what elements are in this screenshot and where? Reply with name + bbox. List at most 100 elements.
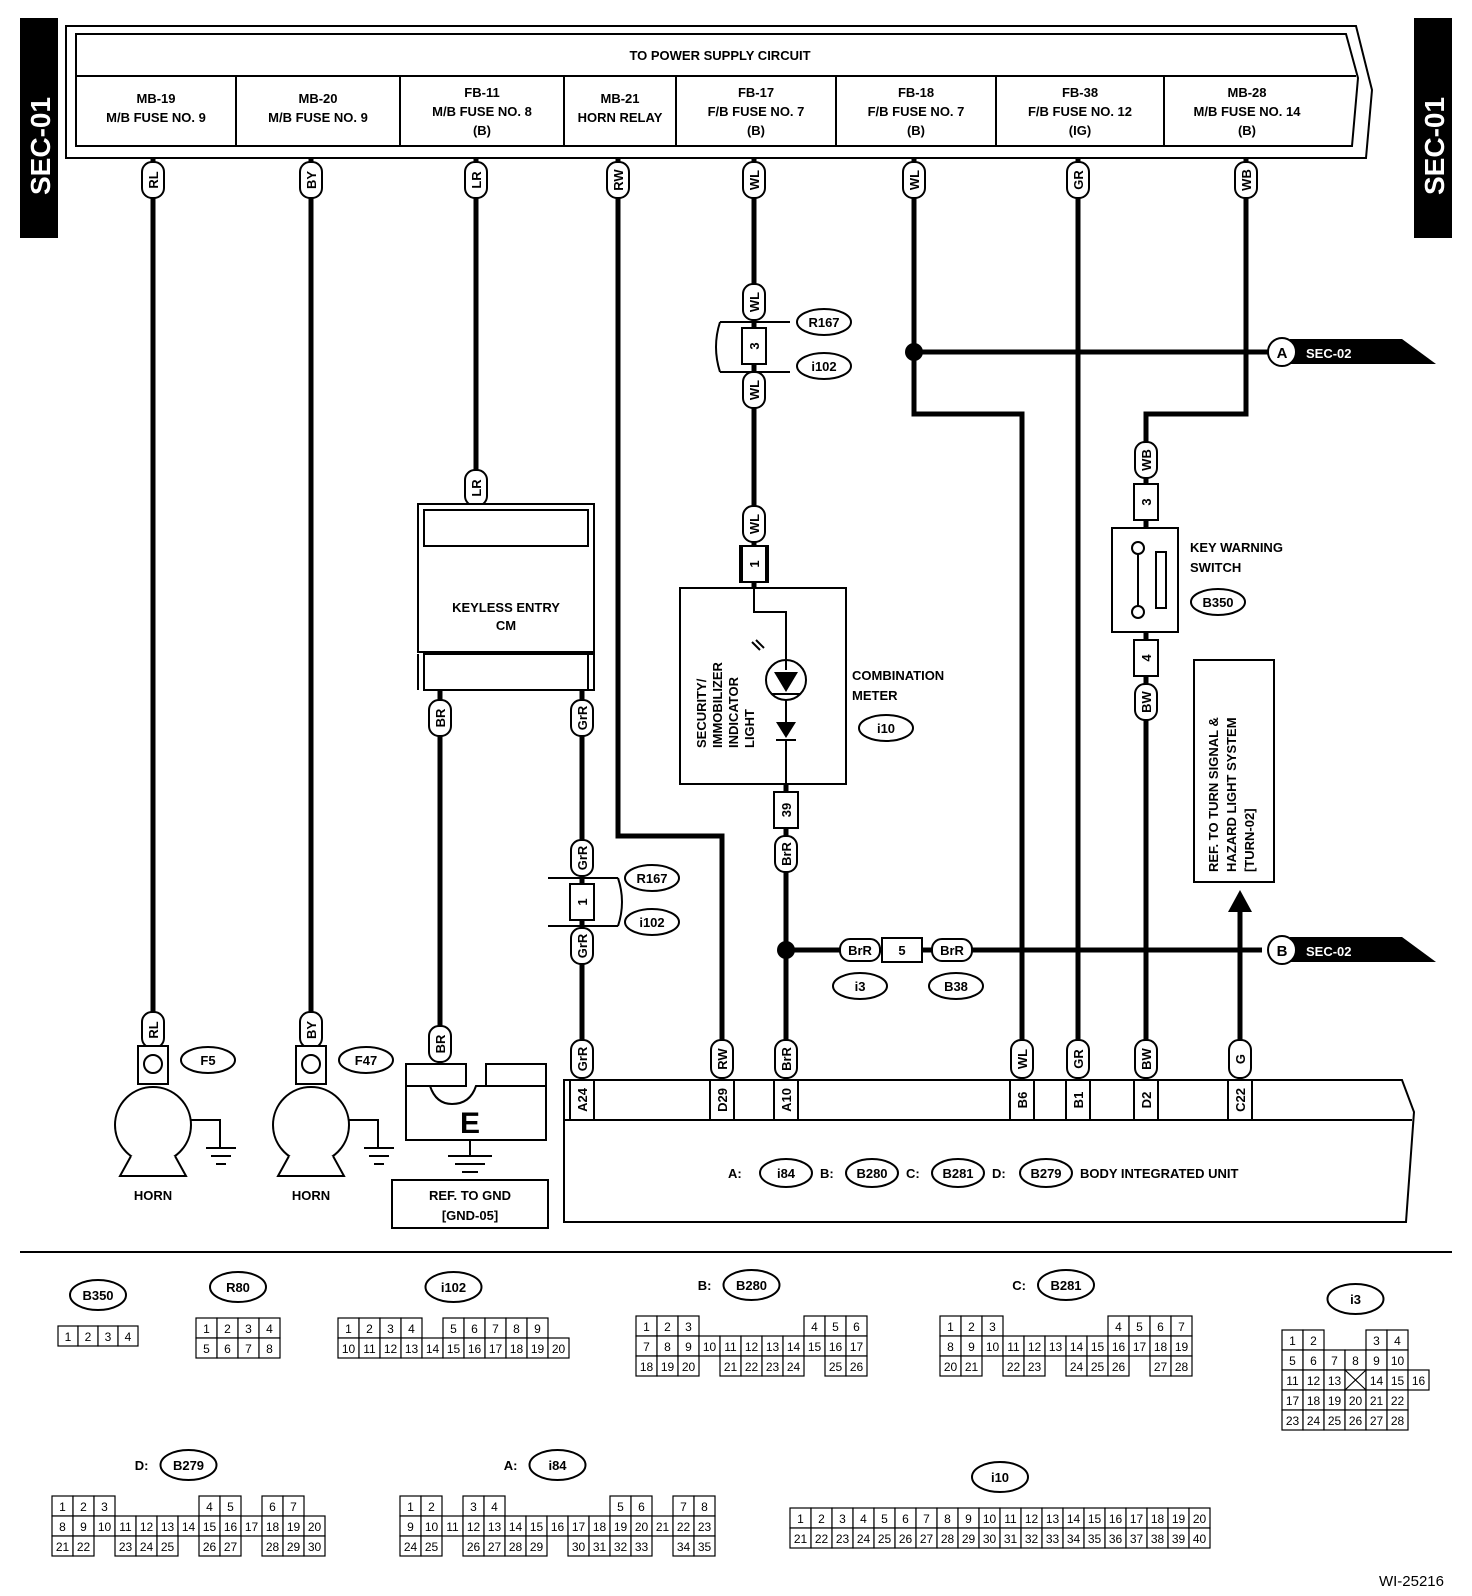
fuse-label-line2: M/B FUSE NO. 8 bbox=[432, 104, 532, 119]
legend-cell-label: 23 bbox=[119, 1540, 133, 1554]
side-tag-left: SEC-01 bbox=[20, 18, 58, 238]
biu-pin-number: B6 bbox=[1015, 1092, 1030, 1109]
legend-cell-label: 18 bbox=[1154, 1340, 1168, 1354]
legend-prefix: A: bbox=[504, 1458, 518, 1473]
connector-id-r167: R167 bbox=[796, 308, 852, 336]
offpage-letter: A bbox=[1277, 345, 1288, 362]
pin-number: 4 bbox=[1133, 639, 1159, 677]
wire-label-text: BR bbox=[433, 1034, 448, 1053]
wire-label-text: BrR bbox=[848, 943, 872, 958]
wire-label-text: WL bbox=[747, 292, 762, 312]
legend-cell-label: 30 bbox=[983, 1532, 997, 1546]
legend-cell-label: 8 bbox=[59, 1520, 66, 1534]
legend-cell-label: 22 bbox=[77, 1540, 91, 1554]
top-wire-label: WL bbox=[902, 161, 926, 199]
wire-label-capsule bbox=[570, 839, 594, 877]
legend-cell-label: 24 bbox=[140, 1540, 154, 1554]
legend-cell-label: 7 bbox=[1178, 1320, 1185, 1334]
wire-color-label: GrR bbox=[570, 699, 594, 737]
wire-label-text: GrR bbox=[575, 845, 590, 870]
horn-right: HORN bbox=[272, 1045, 394, 1203]
junction-dot bbox=[905, 343, 923, 361]
legend-prefix: D: bbox=[135, 1458, 149, 1473]
connector-id-text: F47 bbox=[355, 1053, 377, 1068]
wire-label-capsule bbox=[1066, 1039, 1090, 1079]
legend-cell-label: 3 bbox=[101, 1500, 108, 1514]
legend-name: B281 bbox=[1050, 1278, 1081, 1293]
wire-label-capsule bbox=[902, 161, 926, 199]
legend-cell-label: 8 bbox=[266, 1342, 273, 1356]
legend-cell-label: 27 bbox=[488, 1540, 502, 1554]
wire-color-label: WL bbox=[742, 283, 766, 321]
wire-color-label: WL bbox=[742, 371, 766, 409]
legend-name: i102 bbox=[441, 1280, 466, 1295]
legend-cell-label: 23 bbox=[1286, 1414, 1300, 1428]
legend-cell bbox=[960, 1355, 983, 1377]
legend-cell-label: 14 bbox=[509, 1520, 523, 1534]
legend-cell-label: 1 bbox=[643, 1320, 650, 1334]
legend-cell-label: 7 bbox=[245, 1342, 252, 1356]
legend-cell-label: 27 bbox=[1370, 1414, 1384, 1428]
pin-number-text: 1 bbox=[575, 898, 590, 905]
legend-cell-label: 1 bbox=[345, 1322, 352, 1336]
keyless-entry-cm: KEYLESS ENTRY CM bbox=[417, 503, 595, 691]
top-wire-label: WB bbox=[1234, 161, 1258, 199]
fuse-label-line1: MB-21 bbox=[600, 91, 639, 106]
legend-cell-label: 13 bbox=[405, 1342, 419, 1356]
legend-cell-label: 20 bbox=[1193, 1512, 1207, 1526]
legend-cell-label: 15 bbox=[203, 1520, 217, 1534]
connector-id-i102: i102 bbox=[796, 352, 852, 380]
legend-cell-label: 14 bbox=[1067, 1512, 1081, 1526]
fuse-label-line1: FB-18 bbox=[898, 85, 934, 100]
wire-label-capsule bbox=[606, 161, 630, 199]
meter-title-1: COMBINATION bbox=[852, 668, 944, 683]
legend-cell bbox=[1386, 1409, 1409, 1431]
legend-cell bbox=[845, 1355, 868, 1377]
legend-cell bbox=[547, 1337, 570, 1359]
legend-cell bbox=[219, 1535, 242, 1557]
fuse-label-line3: (B) bbox=[473, 123, 491, 138]
legend-cell-label: 1 bbox=[797, 1512, 804, 1526]
legend-cell-label: 34 bbox=[1067, 1532, 1081, 1546]
wire-label-text: BW bbox=[1139, 690, 1154, 712]
legend-cell-label: 11 bbox=[119, 1520, 132, 1534]
legend-name: B280 bbox=[736, 1278, 767, 1293]
biu-connector-id: i84 bbox=[777, 1166, 796, 1181]
wire-label-capsule bbox=[1134, 1039, 1158, 1079]
wire-label-text: BR bbox=[433, 708, 448, 727]
connector-oval bbox=[832, 972, 888, 1000]
legend-cell-label: 28 bbox=[509, 1540, 523, 1554]
legend-cell-label: 23 bbox=[836, 1532, 850, 1546]
wire-label-text: RW bbox=[611, 169, 626, 191]
legend-cell-label: 25 bbox=[878, 1532, 892, 1546]
legend-cell-label: 26 bbox=[203, 1540, 217, 1554]
connector-oval bbox=[624, 864, 680, 892]
wire-label-capsule bbox=[742, 283, 766, 321]
legend-cell-label: 4 bbox=[491, 1500, 498, 1514]
legend-cell-label: 21 bbox=[56, 1540, 70, 1554]
legend-cell-label: 20 bbox=[944, 1360, 958, 1374]
legend-cell-label: 10 bbox=[1391, 1354, 1405, 1368]
legend-cell-label: 34 bbox=[677, 1540, 691, 1554]
indicator-label-4: LIGHT bbox=[742, 709, 757, 748]
ground-ref-2: [GND-05] bbox=[442, 1208, 498, 1223]
top-wire-label: RW bbox=[606, 161, 630, 199]
biu-c-prefix: C: bbox=[906, 1166, 920, 1181]
legend-cell-label: 3 bbox=[685, 1320, 692, 1334]
wire-label-capsule bbox=[1066, 161, 1090, 199]
legend-oval bbox=[722, 1269, 781, 1301]
biu-connector-oval bbox=[845, 1158, 899, 1188]
connector-id-text: B350 bbox=[1202, 595, 1233, 610]
legend-cell-label: 2 bbox=[968, 1320, 975, 1334]
meter-pin-housing bbox=[739, 545, 769, 583]
offpage-arrow bbox=[1290, 937, 1436, 962]
wire-label-capsule bbox=[742, 161, 766, 199]
legend-cell-label: 6 bbox=[902, 1512, 909, 1526]
pin-number-text: 3 bbox=[1139, 498, 1154, 505]
legend-name: R80 bbox=[226, 1280, 250, 1295]
